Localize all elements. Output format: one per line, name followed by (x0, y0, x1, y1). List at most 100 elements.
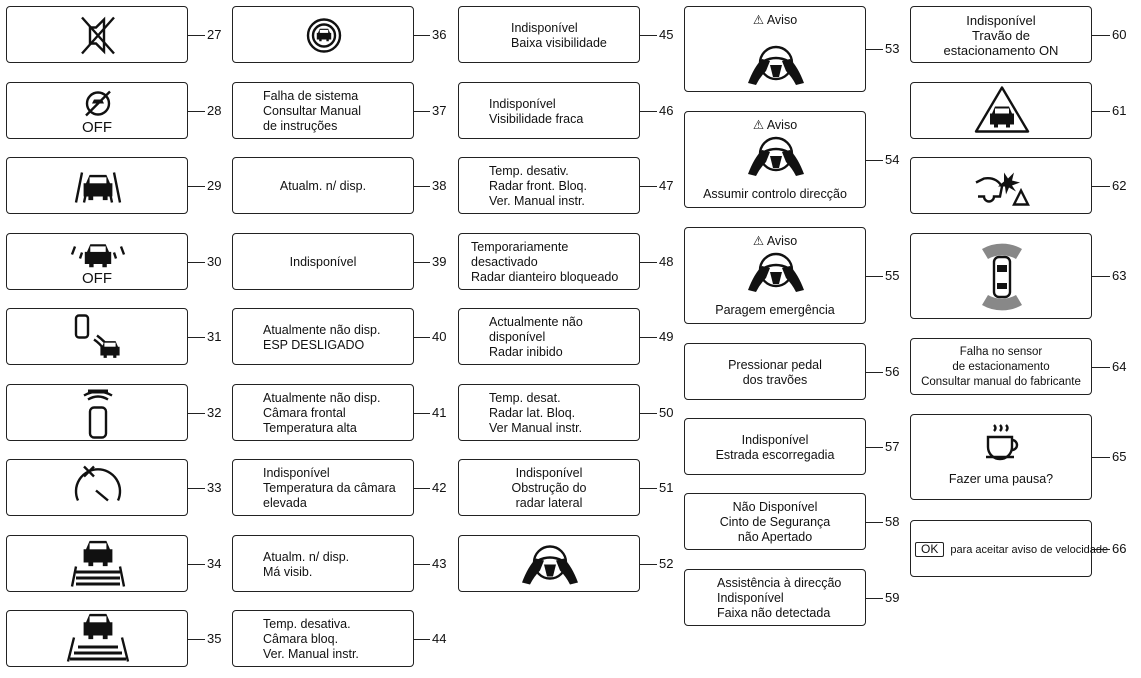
leader-line (414, 261, 430, 263)
callout-number: 61 (1112, 102, 1127, 118)
message-line: Indisponível (489, 96, 556, 111)
lane-car-icon (74, 172, 122, 203)
message-line: Indisponível (289, 255, 357, 269)
message-line: Temperatura alta (263, 421, 357, 435)
message-line: Ver. Manual instr. (489, 194, 585, 208)
undefined (748, 136, 804, 176)
message-line: disponível (489, 330, 546, 344)
warning-text: Assumir controlo direcção (703, 187, 847, 201)
leader-line (414, 336, 430, 338)
leader-line (188, 34, 205, 36)
callout-number: 43 (432, 555, 447, 571)
message-line: Temp. desativ. (489, 164, 569, 178)
off-label: OFF (82, 119, 112, 136)
callout-number: 42 (432, 479, 447, 495)
leader-line (866, 49, 883, 51)
callout-number: 62 (1112, 177, 1127, 193)
callout-number: 54 (885, 151, 900, 167)
callout-number: 50 (659, 404, 674, 420)
message-panel-53: ⚠ Aviso (684, 6, 866, 92)
message-panel-36 (232, 6, 414, 63)
callout-number: 27 (207, 26, 222, 42)
undefined (748, 45, 804, 85)
message-text: para aceitar aviso de velocidade (950, 543, 1109, 556)
message-line: Obstrução do (511, 481, 587, 495)
message-line: Indisponível (515, 466, 583, 480)
message-line: Câmara bloq. (263, 632, 339, 646)
message-line: ESP DESLIGADO (263, 337, 365, 352)
message-line: Atualm. n/ disp. (263, 549, 350, 564)
message-line: Atualmente não disp. (263, 322, 381, 337)
leader-line (640, 412, 657, 414)
callout-number: 49 (659, 328, 674, 344)
leader-line (640, 34, 657, 36)
callout-number: 32 (207, 404, 222, 420)
callout-number: 29 (207, 177, 222, 193)
aviso-heading: ⚠ Aviso (752, 234, 798, 248)
message-panel-32 (6, 384, 188, 441)
callout-number: 59 (885, 589, 900, 605)
leader-line (640, 261, 657, 263)
parking-sensors-icon (982, 243, 1022, 311)
car-concentric-icon (306, 18, 342, 53)
message-panel-35 (6, 610, 188, 667)
leader-line (640, 563, 657, 565)
message-line: Radar front. Bloq. (489, 179, 587, 193)
message-line: Indisponível (966, 13, 1036, 28)
message-line: Atualm. n/ disp. (279, 179, 367, 193)
message-line: elevada (263, 496, 307, 510)
message-panel-50: Temp. desat.Radar lat. Bloq.Ver Manual i… (458, 384, 640, 441)
leader-line (866, 371, 883, 373)
callout-number: 37 (432, 102, 447, 118)
front-camera-icon (83, 389, 113, 439)
callout-number: 51 (659, 479, 674, 495)
undefined (748, 252, 804, 292)
message-panel-31 (6, 308, 188, 365)
message-line: de estacionamento (952, 361, 1050, 373)
ok-key: OK (915, 541, 945, 557)
message-line: Temp. desativa. (263, 617, 351, 631)
callout-number: 52 (659, 555, 674, 571)
callout-number: 60 (1112, 26, 1127, 42)
callout-number: 45 (659, 26, 674, 42)
leader-line (188, 185, 205, 187)
leader-line (188, 261, 205, 263)
message-panel-66: OK para aceitar aviso de velocidade (910, 520, 1108, 577)
leader-line (188, 412, 205, 414)
message-line: Radar lat. Bloq. (489, 406, 576, 420)
message-line: Cinto de Segurança (719, 515, 831, 529)
callout-number: 38 (432, 177, 447, 193)
side-radar-icon (74, 314, 120, 358)
callout-number: 30 (207, 253, 222, 269)
leader-line (414, 412, 430, 414)
message-panel-39: Indisponível (232, 233, 414, 290)
leader-line (1092, 110, 1110, 112)
message-line: Indisponível (263, 466, 330, 480)
message-line: Ver. Manual instr. (263, 647, 359, 661)
leader-line (414, 110, 430, 112)
message-panel-61 (910, 82, 1092, 139)
callout-number: 57 (885, 438, 900, 454)
aviso-heading: ⚠ Aviso (752, 13, 798, 27)
callout-number: 36 (432, 26, 447, 42)
off-label: OFF (82, 270, 112, 287)
message-line: Câmara frontal (263, 406, 346, 420)
message-text: Fazer uma pausa? (948, 472, 1054, 486)
message-panel-43: Atualm. n/ disp.Má visib. (232, 535, 414, 592)
message-panel-63 (910, 233, 1092, 319)
leader-line (188, 487, 205, 489)
leader-line (866, 446, 883, 448)
leader-line (1092, 276, 1110, 278)
message-line: Consultar manual do fabricante (921, 376, 1081, 388)
car-warning-triangle-icon (974, 86, 1030, 133)
message-line: Atualmente não disp. (263, 391, 381, 405)
message-line: estacionamento ON (943, 43, 1059, 58)
message-line: dos travões (742, 372, 808, 387)
message-panel-44: Temp. desativa.Câmara bloq.Ver. Manual i… (232, 610, 414, 667)
message-line: Pressionar pedal (728, 357, 822, 372)
message-line: Radar dianteiro bloqueado (471, 270, 619, 284)
